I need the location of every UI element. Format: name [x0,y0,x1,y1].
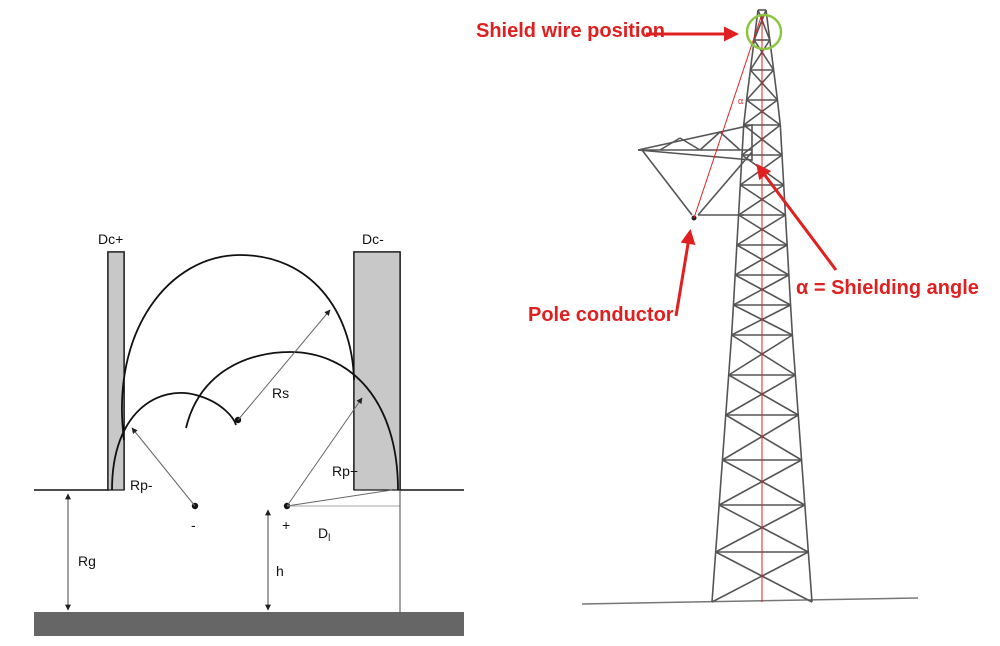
insulator-left [641,149,693,216]
tower-brace [711,551,809,603]
tower-leg-right [789,304,794,336]
tower-brace [738,214,788,246]
tower-leg-right [786,244,790,276]
shielding-angle-arrow [756,163,838,271]
electrogeometric-model: Dc+ Dc- Rs Rp- Rp+ Rg h - + Dl [34,231,464,636]
tower-leg-left [724,374,730,416]
rp-plus-radius [286,397,363,507]
tower-leg-left [737,184,742,216]
tower-leg-left [727,334,733,376]
dl-main: D [318,525,328,541]
insulator-right [697,151,753,216]
tower-leg-right [772,69,779,101]
tower-leg-right [776,99,782,126]
tower-brace [733,274,790,306]
rs-arc [121,254,355,441]
tower-brace [736,244,790,276]
tower-brace [728,374,799,416]
tower-leg-left [711,551,717,603]
tower-leg-right [794,374,800,416]
cross-arm-brace-2 [679,137,701,151]
tower-brace [731,304,791,336]
tower-brace [722,414,799,461]
dl-label: Dl [318,525,330,544]
tower-brace [718,504,809,553]
rp-minus-arc [111,392,237,491]
tower-leg-left [714,504,720,553]
tower-brace [733,304,793,336]
dc-plus-label: Dc+ [98,231,123,247]
rp-plus-label: Rp+ [332,463,358,479]
tower-brace [715,551,813,603]
tower-brace [745,69,775,101]
tower-leg-left [742,99,748,126]
tower-leg-right [800,459,806,506]
tower-leg-right [769,39,775,71]
shield-wire-highlight [745,13,783,51]
tower-brace [728,334,793,376]
tower-leg-right [788,274,792,306]
tower-brace [746,99,781,126]
tower-leg-left [745,69,752,101]
dc-minus-label: Dc- [362,231,384,247]
dc-minus-column [353,251,401,491]
cross-arm-brace-3 [699,131,721,151]
shield-wire-label: Shield wire position [476,20,665,42]
pole-conductor-label: Pole conductor [528,304,674,326]
tower-brace [736,214,786,246]
rs-radius [237,309,331,421]
tower-brace [734,244,788,276]
shield-to-conductor-line [693,13,763,219]
shielding-angle-label: α = Shielding angle [796,277,979,299]
tower-brace [743,99,778,126]
dl-line [286,489,393,507]
cross-arm-brace-1 [659,137,681,151]
ground-plane [34,612,464,636]
transmission-tower-diagram: Shield wire position Pole conductor α = … [476,9,979,605]
tower-brace [739,184,786,216]
tower-brace [715,504,806,553]
h-label: h [276,563,284,579]
tower-brace [718,459,802,506]
tower-brace [731,334,796,376]
cross-arm [637,124,753,216]
alpha-small-label: α [738,96,743,106]
rs-label: Rs [272,385,289,401]
tower-brace [749,39,771,71]
tower-leg-right [791,334,797,376]
cross-arm-frame [637,124,753,161]
tower-leg-left [721,414,727,461]
tower-brace [734,274,791,306]
tower-leg-left [734,244,738,276]
plus-sign-label: + [282,517,290,533]
tower-brace [725,374,796,416]
rp-plus-arc [185,351,399,491]
tower-brace [743,124,783,156]
tower-ground-line [581,597,919,605]
tower-leg-right [779,124,783,156]
tower-brace [749,69,779,101]
cross-arm-brace-4 [719,131,741,151]
tower-leg-left [718,459,724,506]
rp-minus-label: Rp- [130,477,153,493]
pole-conductor-arrow [674,229,696,317]
tower-brace [753,39,775,71]
tower-leg-right [804,504,810,553]
tower-brace [722,459,806,506]
tower-leg-right [784,214,788,246]
tower-leg-right [797,414,803,461]
dc-plus-column [107,251,125,491]
tower-leg-left [732,274,736,306]
rg-label: Rg [78,553,96,569]
tower-leg-left [730,304,735,336]
tower-brace [725,414,802,461]
rp-minus-radius [131,427,196,507]
minus-sign-label: - [191,517,196,533]
tower-leg-right [781,154,785,186]
tower-leg-left [739,154,743,186]
dl-subscript: l [328,533,330,544]
tower-leg-right [807,551,813,603]
tower-leg-left [736,214,740,246]
